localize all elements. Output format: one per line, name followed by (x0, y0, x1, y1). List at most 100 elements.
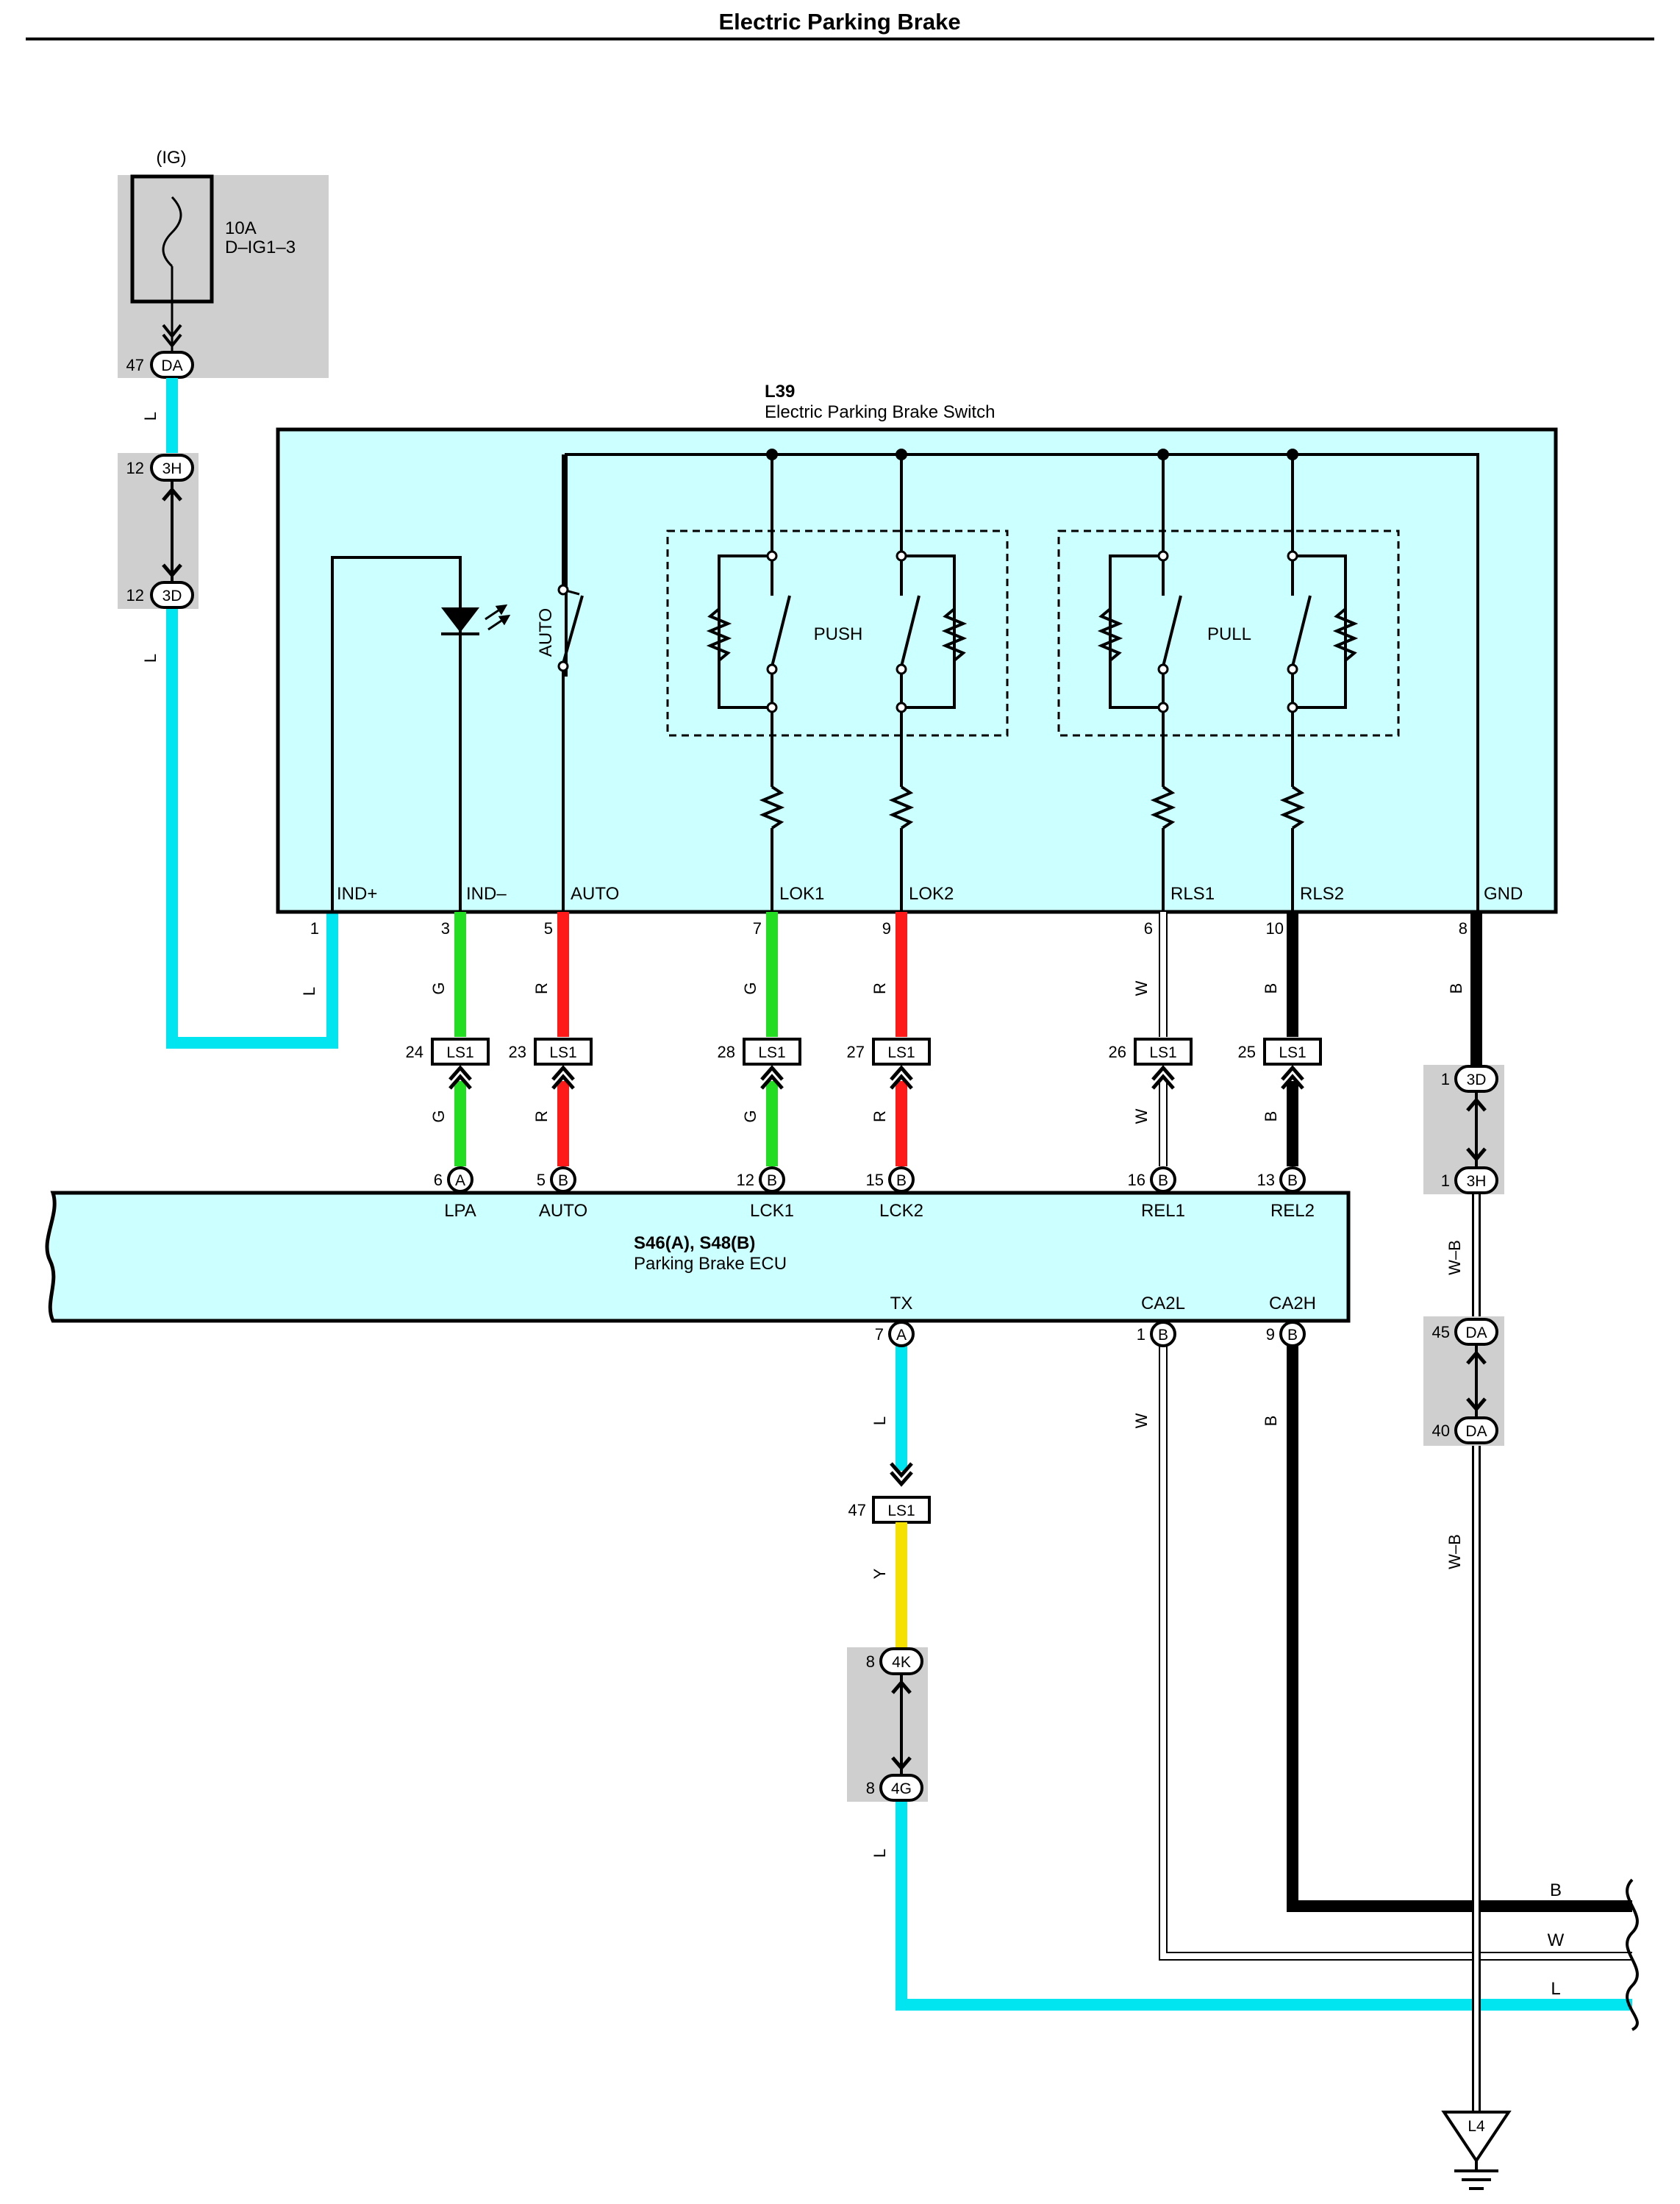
pull-label: PULL (1207, 624, 1251, 644)
svg-text:B: B (1287, 1327, 1298, 1344)
svg-text:CA2H: CA2H (1269, 1294, 1316, 1313)
svg-text:27: 27 (847, 1043, 865, 1061)
switch-pin-6: 6 (1144, 919, 1153, 938)
svg-text:3D: 3D (1467, 1071, 1487, 1088)
svg-text:CA2L: CA2L (1141, 1294, 1185, 1313)
svg-text:G: G (429, 982, 448, 994)
switch-pin-10: 10 (1266, 919, 1284, 938)
svg-text:28: 28 (718, 1043, 735, 1061)
svg-text:40: 40 (1432, 1422, 1450, 1440)
wire-label-l1: L (141, 412, 160, 421)
page-title: Electric Parking Brake (718, 9, 960, 35)
junction-4k-4g: 4K 8 4G 8 (847, 1647, 928, 1802)
svg-text:24: 24 (406, 1043, 423, 1061)
svg-text:G: G (429, 1110, 448, 1122)
svg-text:16: 16 (1128, 1171, 1145, 1189)
svg-text:B: B (1262, 1416, 1280, 1427)
svg-text:W: W (1132, 1108, 1151, 1124)
svg-text:W: W (1132, 980, 1151, 996)
svg-text:B: B (1158, 1172, 1168, 1189)
bus-label-l: L (1551, 1979, 1560, 1999)
svg-text:25: 25 (1238, 1043, 1256, 1061)
junction-3h-3d: 3H 12 3D 12 (118, 453, 199, 609)
svg-text:B: B (767, 1172, 777, 1189)
wire-tx-bus (896, 1802, 1632, 2011)
terminal-lok1: LOK1 (779, 884, 824, 904)
svg-text:REL1: REL1 (1141, 1201, 1185, 1221)
svg-text:6: 6 (434, 1171, 443, 1189)
fuse-block: (IG) 10A D–IG1–3 DA 47 (118, 148, 329, 379)
switch-body (276, 427, 1558, 914)
svg-text:L: L (871, 1416, 889, 1425)
svg-text:45: 45 (1432, 1323, 1450, 1341)
push-label: PUSH (814, 624, 863, 644)
switch-l39: L39 Electric Parking Brake Switch AUTO P… (276, 382, 1558, 914)
svg-text:12: 12 (126, 586, 144, 605)
bus-label-w: W (1548, 1930, 1565, 1950)
bus-label-b: B (1550, 1880, 1562, 1900)
svg-text:B: B (558, 1172, 568, 1189)
svg-text:12: 12 (126, 459, 144, 477)
ecu-name: Parking Brake ECU (634, 1254, 787, 1274)
ecu-top-pins: A 6 B 5 B 12 B 15 B 16 B 13 (434, 1166, 1306, 1193)
svg-text:B: B (1287, 1172, 1298, 1189)
ls1-connectors: LS1 24 LS1 23 LS1 28 LS1 27 LS1 26 (406, 1038, 1322, 1090)
svg-text:AUTO: AUTO (539, 1201, 587, 1221)
svg-text:47: 47 (848, 1501, 866, 1519)
terminal-auto: AUTO (571, 884, 619, 904)
ecu-body (45, 1191, 1351, 1323)
svg-text:26: 26 (1109, 1043, 1126, 1061)
svg-text:7: 7 (875, 1325, 884, 1344)
svg-text:B: B (1262, 1111, 1280, 1122)
svg-text:LS1: LS1 (446, 1044, 473, 1061)
fuse-name: D–IG1–3 (225, 238, 296, 257)
wire-ind-plus (166, 609, 338, 1049)
svg-text:1: 1 (1441, 1070, 1450, 1088)
svg-text:3H: 3H (1467, 1173, 1487, 1190)
svg-text:G: G (741, 1110, 759, 1122)
svg-text:REL2: REL2 (1270, 1201, 1315, 1221)
svg-text:B: B (896, 1172, 907, 1189)
svg-text:W–B: W–B (1445, 1240, 1464, 1275)
svg-text:LS1: LS1 (887, 1502, 915, 1519)
switch-pin-8: 8 (1459, 919, 1468, 938)
svg-text:DA: DA (1465, 1324, 1487, 1341)
svg-text:8: 8 (866, 1652, 875, 1671)
led-icon (441, 607, 479, 632)
svg-text:W: W (1132, 1413, 1151, 1428)
svg-text:LS1: LS1 (887, 1044, 915, 1061)
terminal-gnd: GND (1484, 884, 1523, 904)
svg-text:R: R (871, 982, 889, 994)
svg-text:DA: DA (1465, 1423, 1487, 1440)
auto-switch-label: AUTO (536, 608, 556, 657)
terminal-ind-minus: IND– (466, 884, 507, 904)
ground-label: L4 (1468, 2118, 1485, 2135)
svg-text:8: 8 (866, 1779, 875, 1797)
switch-pin-9: 9 (882, 919, 891, 938)
svg-text:15: 15 (866, 1171, 884, 1189)
svg-text:A: A (896, 1327, 907, 1344)
break-symbol (1626, 1878, 1639, 2031)
svg-text:LS1: LS1 (1149, 1044, 1176, 1061)
svg-text:R: R (871, 1110, 889, 1122)
svg-text:A: A (455, 1172, 465, 1189)
wire-ca2l (1159, 1346, 1632, 1961)
switch-pin-5: 5 (544, 919, 553, 938)
fuse-icon (162, 196, 182, 268)
terminal-rls2: RLS2 (1300, 884, 1344, 904)
svg-text:R: R (532, 1110, 551, 1122)
junction-ground-3d-3h: 3D 1 3H 1 (1423, 1065, 1504, 1194)
pull-switch-group (1057, 529, 1400, 737)
svg-text:13: 13 (1257, 1171, 1275, 1189)
switch-pin-7: 7 (753, 919, 762, 938)
switch-pin-1: 1 (310, 919, 319, 938)
svg-text:5: 5 (537, 1171, 546, 1189)
svg-text:LS1: LS1 (1279, 1044, 1306, 1061)
wire-label-l3: L (300, 987, 318, 996)
svg-text:12: 12 (737, 1171, 754, 1189)
svg-text:LPA: LPA (444, 1201, 476, 1221)
svg-text:23: 23 (509, 1043, 526, 1061)
wire-ca2h (1287, 1346, 1632, 1912)
ground-l4: L4 (1441, 2111, 1512, 2190)
